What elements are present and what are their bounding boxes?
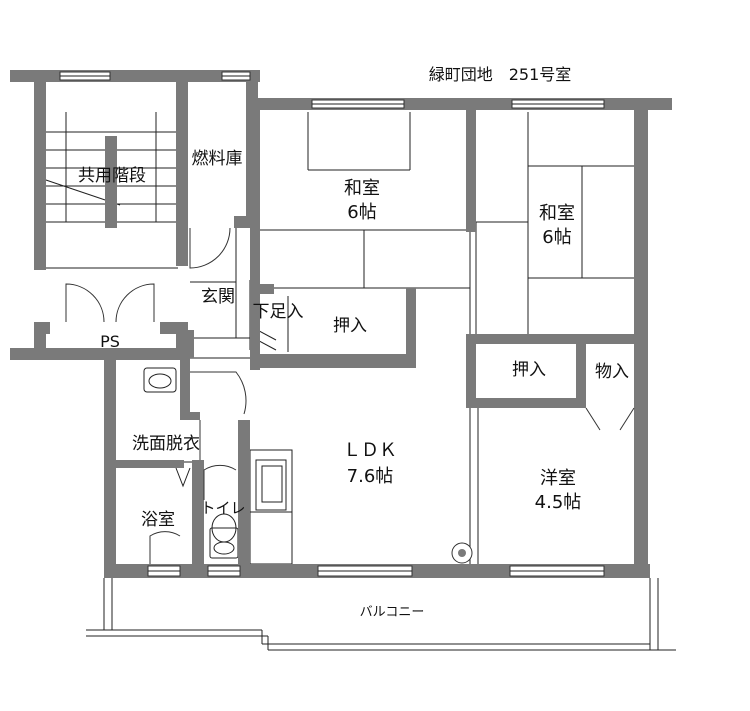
room-label-washroom: 洗面脱衣: [132, 434, 200, 454]
room-label-fuel-storage: 燃料庫: [192, 149, 243, 169]
room-label-western-size: 4.5帖: [535, 492, 582, 513]
windows: [59, 71, 605, 577]
room-label-closet2: 押入: [512, 360, 546, 380]
plan-title: 緑町団地 251号室: [429, 65, 572, 84]
room-label-balcony: バルコニー: [360, 605, 425, 620]
room-label-closet1: 押入: [333, 316, 367, 336]
room-label-ps: PS: [100, 332, 120, 351]
room-label-bath: 浴室: [141, 510, 175, 530]
room-label-washitsu1-size: 6帖: [347, 202, 376, 223]
room-labels: 共用階段 燃料庫 和室 6帖 和室 6帖 玄関 下足入 押入 押入 物入 PS …: [78, 149, 629, 620]
room-label-washitsu1-name: 和室: [344, 178, 380, 199]
toilet-icon: [209, 513, 239, 559]
room-label-ldk-name: ＬＤＫ: [343, 440, 397, 461]
balcony: [86, 578, 676, 651]
room-label-ldk-size: 7.6帖: [347, 466, 394, 487]
room-label-toilet: トイレ: [200, 499, 245, 517]
room-label-washitsu2-name: 和室: [539, 203, 575, 224]
doors: [65, 227, 635, 564]
stair-core: [105, 136, 117, 228]
washbasin-icon: [143, 367, 177, 393]
room-label-stairs: 共用階段: [78, 166, 146, 186]
room-label-western-name: 洋室: [540, 468, 576, 489]
room-label-storage: 物入: [595, 362, 629, 382]
room-label-entrance: 玄関: [201, 287, 235, 307]
interior-lines: [39, 112, 636, 565]
room-label-shoe-shelf: 下足入: [253, 302, 304, 322]
room-label-washitsu2-size: 6帖: [542, 227, 571, 248]
